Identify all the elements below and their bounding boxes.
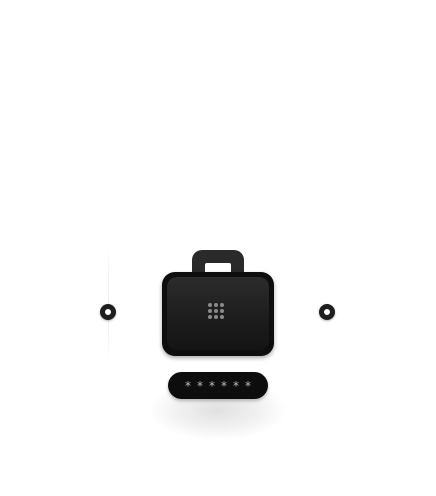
briefcase-lock-icon[interactable]: [162, 250, 274, 356]
pin-char: *: [209, 378, 215, 393]
pin-char: *: [197, 378, 203, 393]
previous-dot-icon[interactable]: [100, 304, 116, 320]
pin-char: *: [233, 378, 239, 393]
pin-char: *: [185, 378, 191, 393]
briefcase-body: [162, 272, 274, 356]
pin-char: *: [245, 378, 251, 393]
pin-input[interactable]: * * * * * *: [168, 372, 268, 399]
next-dot-icon[interactable]: [319, 304, 335, 320]
pin-char: *: [221, 378, 227, 393]
grid-dots-icon: [208, 303, 230, 325]
